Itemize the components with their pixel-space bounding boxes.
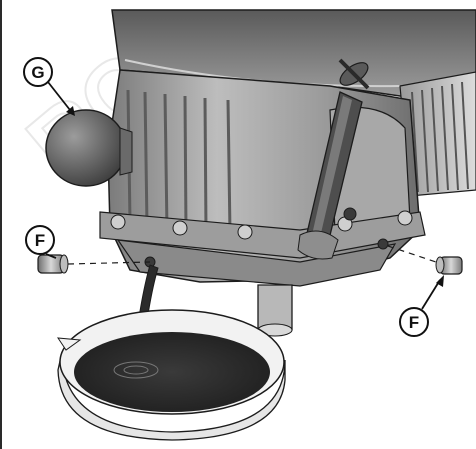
callout-f-left-label: F [35, 231, 45, 250]
diagram-frame-border [0, 0, 2, 449]
callout-g-label: G [31, 63, 44, 82]
oil-filler-cap [45, 109, 133, 187]
alignment-line-right [387, 245, 437, 263]
cylinder-cooling-fins [399, 71, 476, 197]
callout-f-left: F [25, 225, 57, 259]
dipstick-tube [297, 58, 370, 260]
callout-f-right: F [399, 275, 444, 337]
alignment-line-left [67, 261, 151, 265]
oil-drain-pan [57, 309, 286, 441]
callout-g: G [23, 57, 75, 116]
drain-plug-right [387, 245, 463, 275]
drain-plug-left [37, 254, 151, 274]
callout-f-right-label: F [409, 313, 419, 332]
drained-oil [74, 332, 270, 412]
